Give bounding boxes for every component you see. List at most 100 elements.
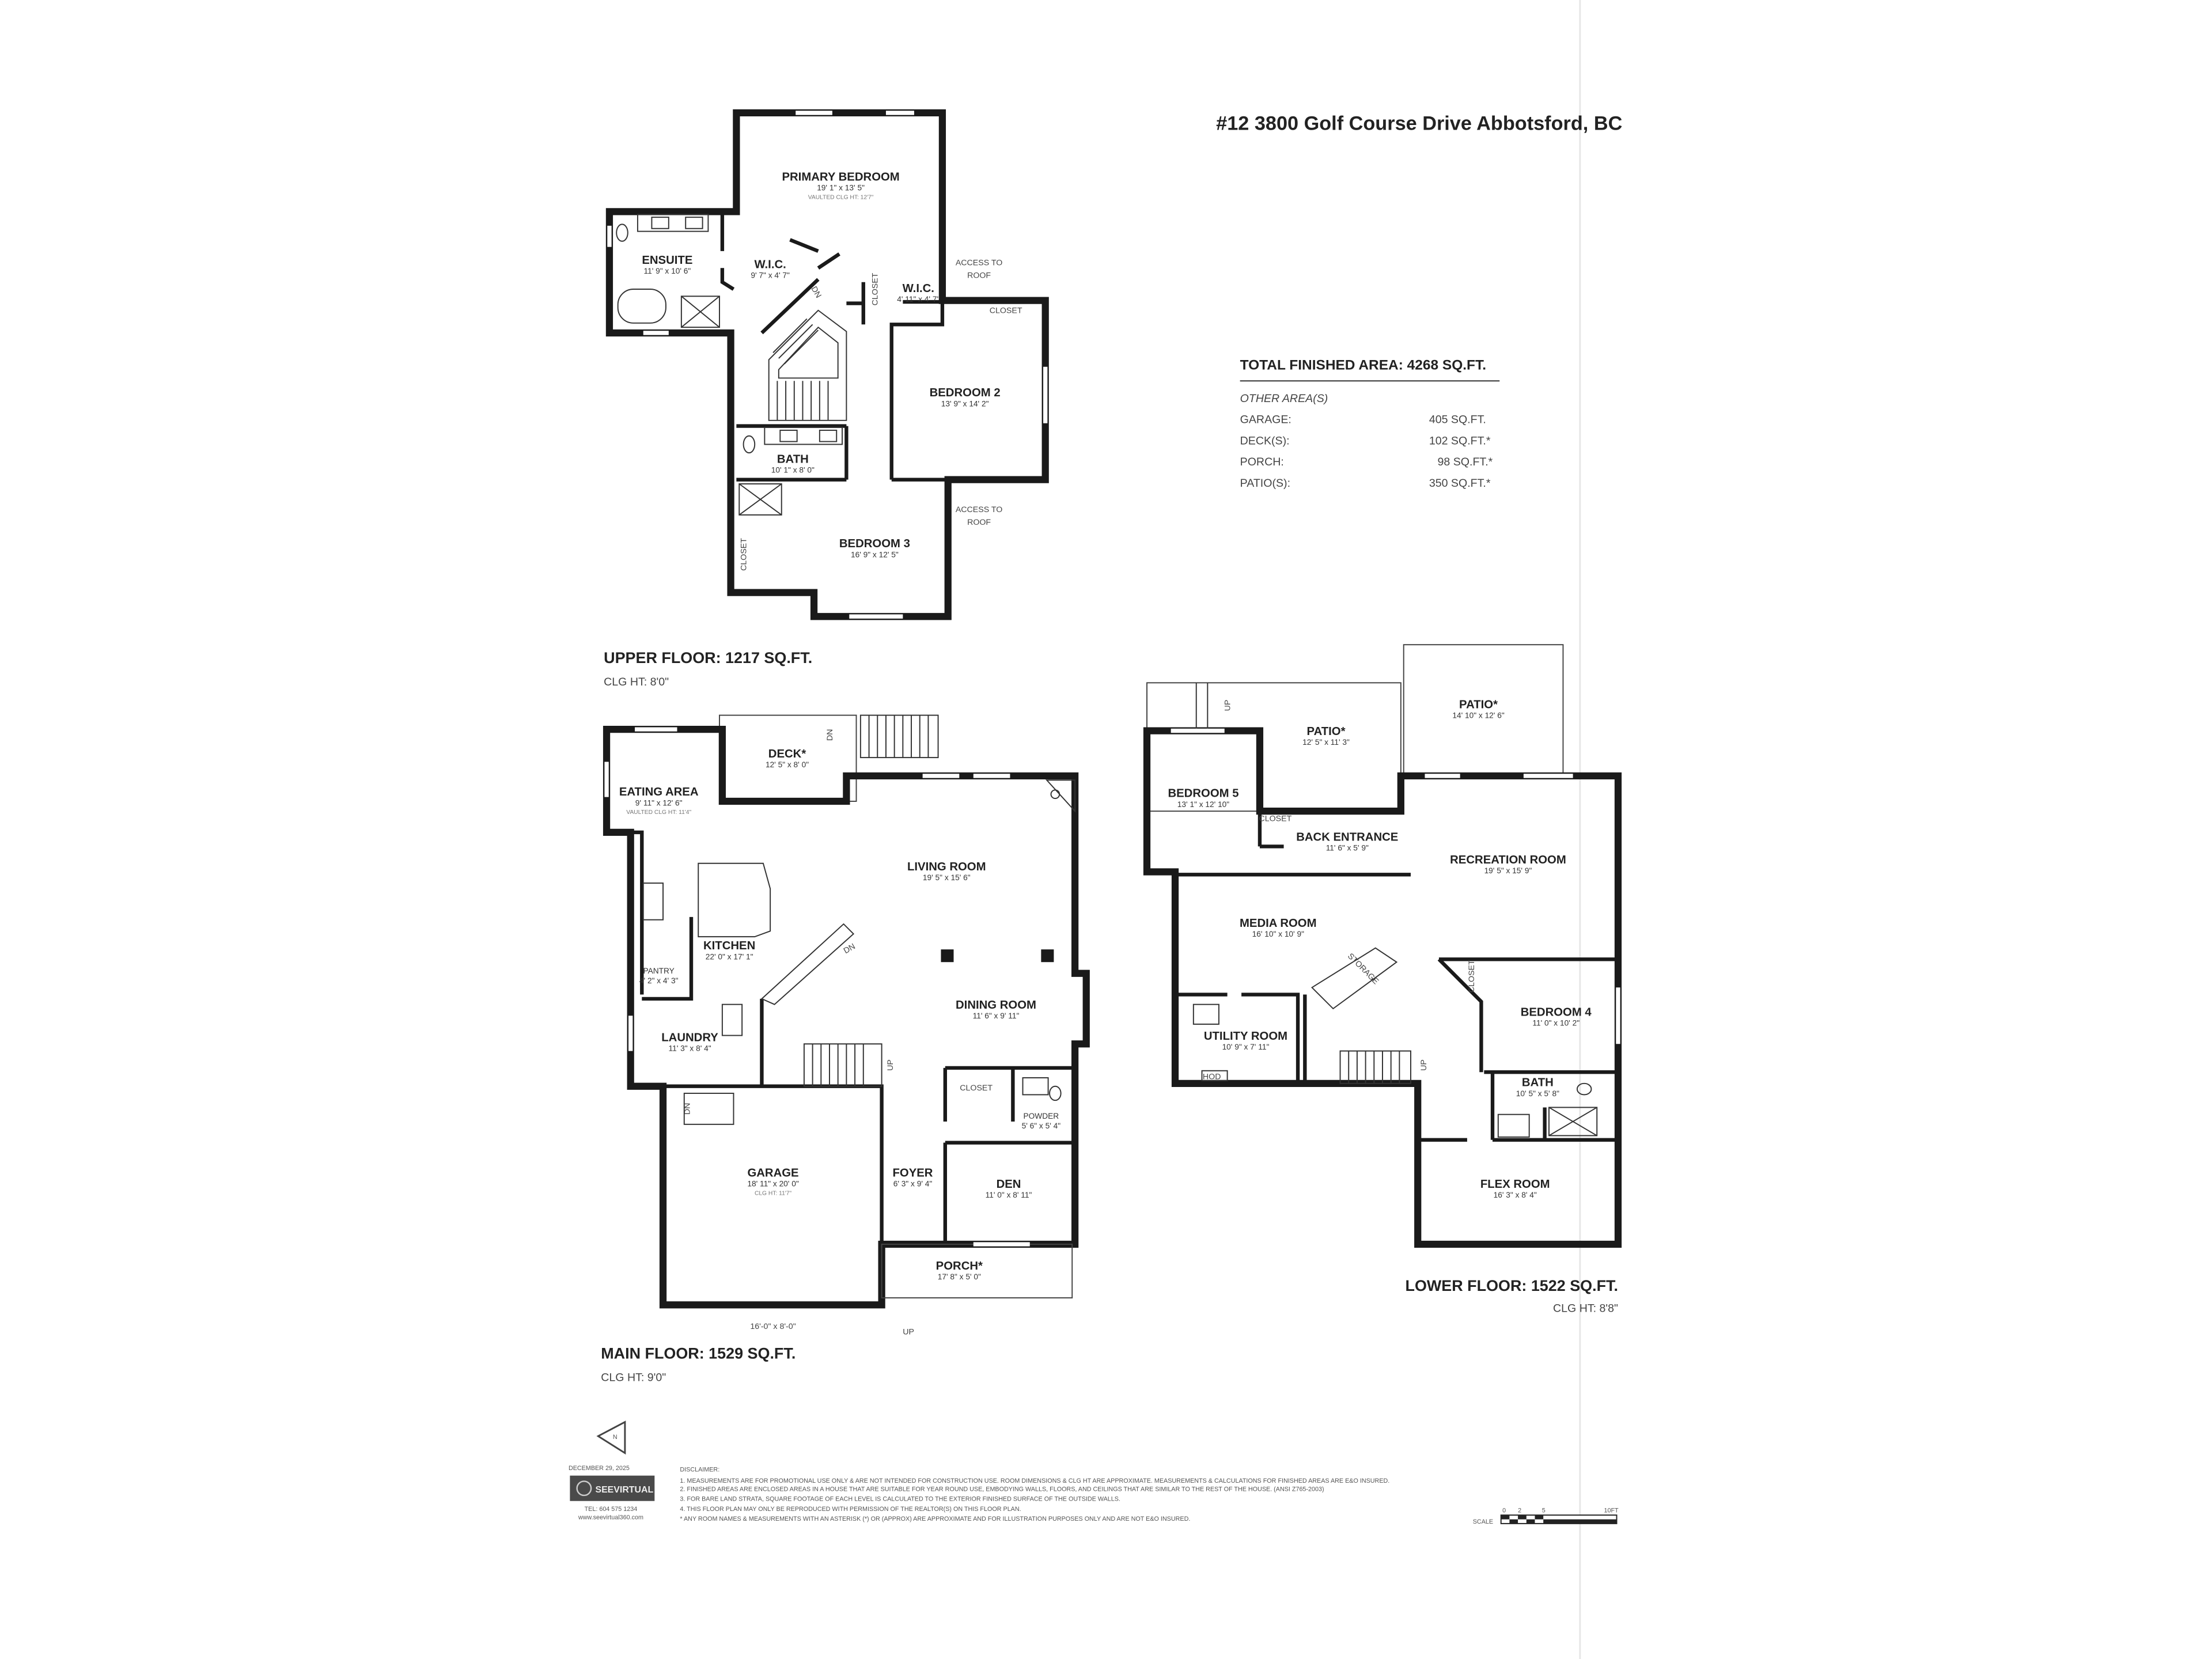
room-dimensions: 4' 2" x 4' 3": [639, 976, 679, 985]
column: [941, 949, 954, 963]
room-name: BACK ENTRANCE: [1296, 831, 1398, 844]
room-dimensions: 12' 5" x 11' 3": [1302, 738, 1350, 747]
room-name: FLEX ROOM: [1480, 1178, 1550, 1191]
plan-annotation: ACCESS TO: [956, 258, 1002, 267]
property-address: #12 3800 Golf Course Drive Abbotsford, B…: [1216, 112, 1622, 134]
room-dimensions: 14' 10" x 12' 6": [1452, 711, 1505, 720]
total-finished-area: TOTAL FINISHED AREA: 4268 SQ.FT.: [1240, 358, 1486, 373]
plan-annotation: CLOSET: [870, 272, 880, 305]
room-dimensions: 16' 9" x 12' 5": [851, 550, 899, 559]
room-dimensions: 6' 3" x 9' 4": [893, 1180, 933, 1188]
room-dimensions: 11' 0" x 10' 2": [1532, 1018, 1580, 1027]
room-name: GARAGE: [747, 1166, 798, 1179]
room-name: EATING AREA: [619, 786, 699, 798]
svg-text:2: 2: [1518, 1507, 1521, 1514]
plan-annotation: CLOSET: [990, 306, 1022, 316]
room-name: PORCH*: [936, 1260, 983, 1272]
room-name: BEDROOM 2: [930, 387, 1001, 399]
room-name: ENSUITE: [642, 254, 692, 267]
lower-floor-plan: [1143, 644, 1622, 1248]
plan-annotation: UP: [1419, 1059, 1429, 1071]
room-name: DINING ROOM: [956, 999, 1036, 1012]
room-dimensions: 18' 11" x 20' 0": [747, 1180, 799, 1188]
room-name: LIVING ROOM: [907, 861, 986, 873]
room-dimensions: 10' 5" x 5' 8": [1516, 1089, 1559, 1098]
other-area-value: 102 SQ.FT.*: [1429, 434, 1491, 447]
room-dimensions: 16' 10" x 10' 9": [1252, 930, 1305, 938]
room-name: LAUNDRY: [661, 1031, 718, 1044]
room-name: BATH: [1522, 1077, 1554, 1089]
room-name: PANTRY: [643, 967, 675, 975]
other-area-label: DECK(S):: [1240, 434, 1290, 447]
room-note: VAULTED CLG HT: 11'4": [626, 809, 691, 816]
lower-floor-ceiling-height: CLG HT: 8'8": [1553, 1302, 1618, 1315]
room-name: DEN: [997, 1178, 1021, 1191]
room-dimensions: 10' 9" x 7' 11": [1222, 1043, 1270, 1051]
room-name: DECK*: [768, 748, 806, 760]
room-dimensions: 10' 1" x 8' 0": [771, 465, 815, 474]
plan-annotation: CLOSET: [740, 538, 749, 571]
other-area-value: 98 SQ.FT.*: [1438, 456, 1493, 468]
room-name: PATIO*: [1459, 698, 1498, 711]
plan-annotation: UP: [1224, 700, 1233, 711]
svg-text:5: 5: [1542, 1507, 1546, 1514]
svg-text:4. THIS FLOOR PLAN MAY ONLY BE: 4. THIS FLOOR PLAN MAY ONLY BE REPRODUCE…: [680, 1506, 1021, 1513]
room-dimensions: 22' 0" x 17' 1": [706, 952, 753, 961]
plan-annotation: 16'-0" x 8'-0": [750, 1322, 796, 1331]
other-area-label: PORCH:: [1240, 456, 1284, 468]
svg-text:N: N: [613, 1434, 618, 1441]
upper-floor-plan: [605, 109, 1049, 620]
scale-bar: SCALE 0 2 5 10FT: [1473, 1507, 1619, 1525]
room-name: BEDROOM 3: [839, 537, 910, 550]
room-dimensions: 5' 6" x 5' 4": [1022, 1122, 1061, 1130]
plan-date: DECEMBER 29, 2025: [569, 1465, 630, 1472]
plan-annotation: DN: [825, 729, 835, 741]
room-name: BEDROOM 5: [1168, 787, 1238, 800]
room-dimensions: 11' 6" x 9' 11": [973, 1012, 1020, 1020]
svg-text:3. FOR BARE LAND STRATA, SQUAR: 3. FOR BARE LAND STRATA, SQUARE FOOTAGE …: [680, 1496, 1120, 1503]
svg-text:SCALE: SCALE: [1473, 1518, 1493, 1525]
plan-annotation: UP: [903, 1328, 914, 1337]
room-name: BATH: [777, 453, 809, 465]
upper-floor-label: UPPER FLOOR: 1217 SQ.FT.: [604, 649, 812, 666]
room-dimensions: 19' 1" x 13' 5": [817, 184, 865, 192]
room-note: VAULTED CLG HT: 12'7": [808, 194, 874, 200]
room-dimensions: 4' 11" x 4' 7": [897, 295, 940, 304]
svg-text:0: 0: [1502, 1507, 1506, 1514]
plan-annotation: UP: [886, 1059, 895, 1071]
lower-floor-label: LOWER FLOOR: 1522 SQ.FT.: [1406, 1277, 1618, 1294]
area-summary: TOTAL FINISHED AREA: 4268 SQ.FT. OTHER A…: [1240, 358, 1500, 490]
room-note: CLG HT: 11'7": [755, 1190, 792, 1196]
room-dimensions: 11' 6" x 5' 9": [1326, 844, 1369, 853]
other-area-value: 350 SQ.FT.*: [1429, 477, 1491, 490]
upper-floor-ceiling-height: CLG HT: 8'0": [604, 676, 669, 688]
svg-text:1. MEASUREMENTS ARE FOR PROMOT: 1. MEASUREMENTS ARE FOR PROMOTIONAL USE …: [680, 1478, 1389, 1484]
room-name: UTILITY ROOM: [1204, 1030, 1287, 1043]
room-name: MEDIA ROOM: [1240, 917, 1317, 930]
company-logo: SEEVIRTUAL: [570, 1475, 655, 1501]
svg-text:* ANY ROOM NAMES & MEASUREMENT: * ANY ROOM NAMES & MEASUREMENTS WITH AN …: [680, 1516, 1190, 1522]
svg-text:DISCLAIMER:: DISCLAIMER:: [680, 1466, 719, 1473]
other-areas-heading: OTHER AREA(S): [1240, 392, 1328, 405]
room-dimensions: 9' 11" x 12' 6": [635, 798, 683, 807]
room-dimensions: 13' 1" x 12' 10": [1177, 800, 1230, 809]
company-phone: TEL: 604 575 1234: [585, 1506, 638, 1513]
other-area-label: PATIO(S):: [1240, 477, 1290, 490]
room-dimensions: 17' 8" x 5' 0": [938, 1272, 981, 1281]
other-area-value: 405 SQ.FT.: [1429, 414, 1486, 426]
room-dimensions: 11' 3" x 8' 4": [668, 1044, 711, 1052]
room-name: KITCHEN: [703, 940, 755, 952]
room-name: W.I.C.: [903, 282, 934, 295]
room-dimensions: 11' 9" x 10' 6": [643, 267, 691, 275]
svg-text:SEEVIRTUAL: SEEVIRTUAL: [595, 1485, 653, 1495]
plan-annotation: ROOF: [967, 518, 991, 527]
room-name: FOYER: [892, 1166, 933, 1179]
plan-annotation: HOD: [1203, 1072, 1221, 1081]
main-floor-label: MAIN FLOOR: 1529 SQ.FT.: [601, 1344, 796, 1362]
plan-annotation: ROOF: [967, 271, 991, 280]
main-floor-plan: [603, 714, 1090, 1309]
svg-text:10FT: 10FT: [1604, 1507, 1619, 1514]
plan-annotation: CLOSET: [960, 1084, 993, 1093]
svg-text:2. FINISHED AREAS ARE ENCLOSED: 2. FINISHED AREAS ARE ENCLOSED AREAS IN …: [680, 1486, 1324, 1493]
